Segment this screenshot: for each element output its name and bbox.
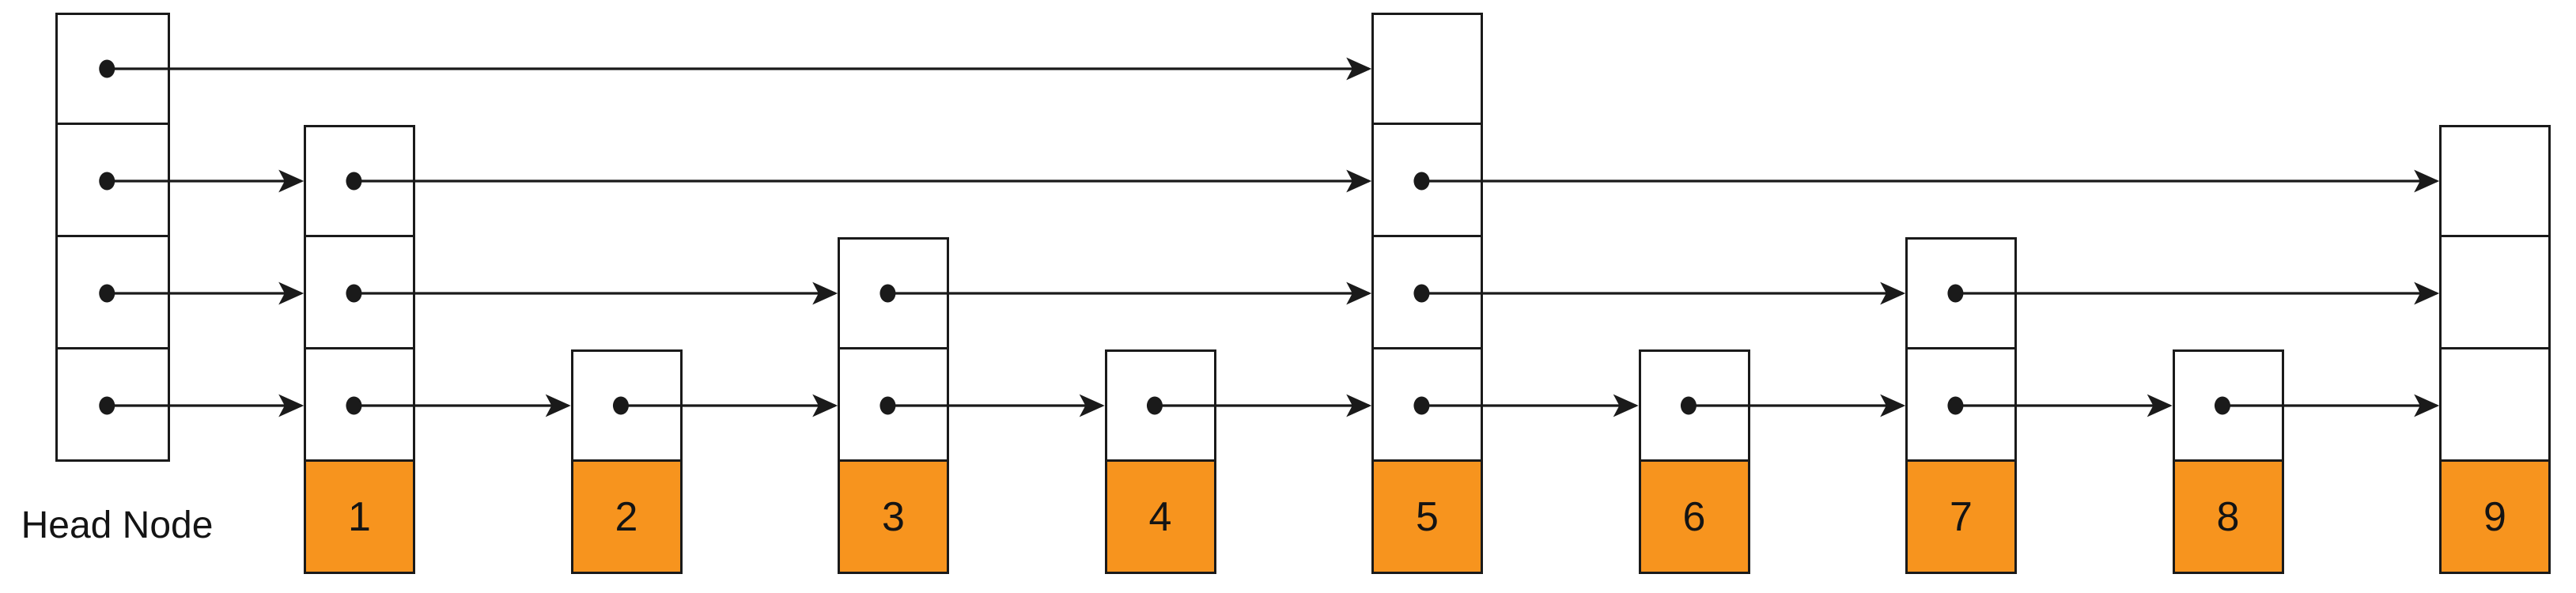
node-1-value-label: 1 [348, 493, 371, 540]
node-1-column: 1 [304, 125, 415, 574]
node-8-column: 8 [2172, 349, 2284, 574]
node-9-value-label: 9 [2483, 493, 2506, 540]
head-pointer-cell-level-3 [55, 125, 170, 237]
node-7-value-cell: 7 [1905, 462, 2017, 574]
node-5-value-label: 5 [1416, 493, 1439, 540]
node-5-pointer-cell-level-4 [1371, 13, 1483, 125]
node-9-column: 9 [2439, 125, 2551, 574]
node-1-pointer-cell-level-3 [304, 125, 415, 237]
node-6-column: 6 [1638, 349, 1750, 574]
node-2-value-label: 2 [615, 493, 638, 540]
node-5-value-cell: 5 [1371, 462, 1483, 574]
node-3-column: 3 [838, 237, 949, 574]
node-3-value-label: 3 [882, 493, 905, 540]
node-5-pointer-cell-level-3 [1371, 125, 1483, 237]
node-6-pointer-cell-level-1 [1638, 349, 1750, 462]
node-6-value-label: 6 [1682, 493, 1706, 540]
node-8-pointer-cell-level-1 [2172, 349, 2284, 462]
node-7-pointer-cell-level-1 [1905, 349, 2017, 462]
node-9-value-cell: 9 [2439, 462, 2551, 574]
node-8-value-label: 8 [2216, 493, 2240, 540]
node-4-column: 4 [1104, 349, 1216, 574]
node-3-pointer-cell-level-1 [838, 349, 949, 462]
node-7-column: 7 [1905, 237, 2017, 574]
node-2-pointer-cell-level-1 [570, 349, 683, 462]
node-8-value-cell: 8 [2172, 462, 2284, 574]
head-pointer-cell-level-2 [55, 237, 170, 349]
node-7-value-label: 7 [1950, 493, 1973, 540]
head-pointer-cell-level-4 [55, 13, 170, 125]
head-pointer-cell-level-1 [55, 349, 170, 462]
node-3-pointer-cell-level-2 [838, 237, 949, 349]
node-9-pointer-cell-level-2 [2439, 237, 2551, 349]
node-4-pointer-cell-level-1 [1104, 349, 1216, 462]
node-1-value-cell: 1 [304, 462, 415, 574]
node-2-column: 2 [570, 349, 683, 574]
node-4-value-label: 4 [1148, 493, 1172, 540]
node-9-pointer-cell-level-1 [2439, 349, 2551, 462]
node-5-pointer-cell-level-1 [1371, 349, 1483, 462]
node-5-pointer-cell-level-2 [1371, 237, 1483, 349]
node-9-pointer-cell-level-3 [2439, 125, 2551, 237]
node-7-pointer-cell-level-2 [1905, 237, 2017, 349]
node-6-value-cell: 6 [1638, 462, 1750, 574]
head-node-label: Head Node [21, 504, 214, 546]
head-node-column [55, 13, 170, 462]
node-4-value-cell: 4 [1104, 462, 1216, 574]
node-1-pointer-cell-level-1 [304, 349, 415, 462]
node-3-value-cell: 3 [838, 462, 949, 574]
node-1-pointer-cell-level-2 [304, 237, 415, 349]
node-5-column: 5 [1371, 13, 1483, 574]
node-2-value-cell: 2 [570, 462, 683, 574]
